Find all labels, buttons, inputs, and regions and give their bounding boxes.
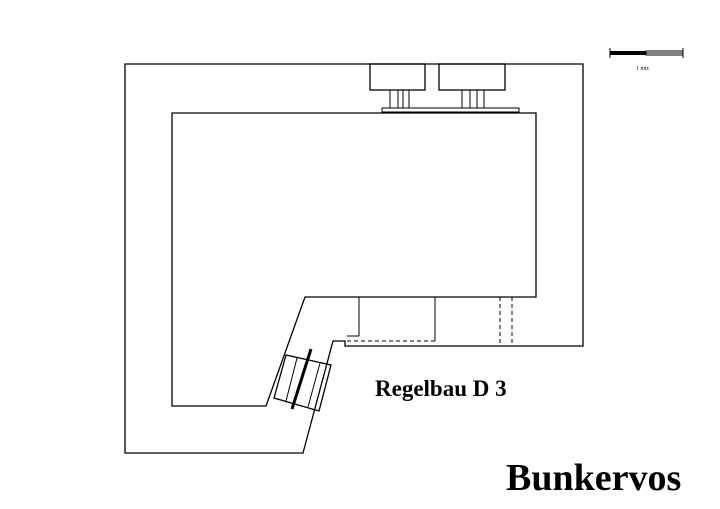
entrance-block-left xyxy=(369,63,426,91)
scale-label: 1 mtr. xyxy=(636,66,650,72)
entrance-posts xyxy=(389,90,485,108)
embrasure xyxy=(273,348,332,412)
outer-wall xyxy=(124,63,584,454)
scale-bar xyxy=(609,48,684,58)
entrance-sill xyxy=(381,107,520,113)
top-entrance-blocks xyxy=(369,63,520,113)
inner-room-wall xyxy=(171,112,537,407)
annex-room xyxy=(347,297,513,346)
brand-title: Bunkervos xyxy=(506,457,682,499)
bunker-type-label: Regelbau D 3 xyxy=(375,376,507,401)
entrance-block-right xyxy=(438,63,506,91)
